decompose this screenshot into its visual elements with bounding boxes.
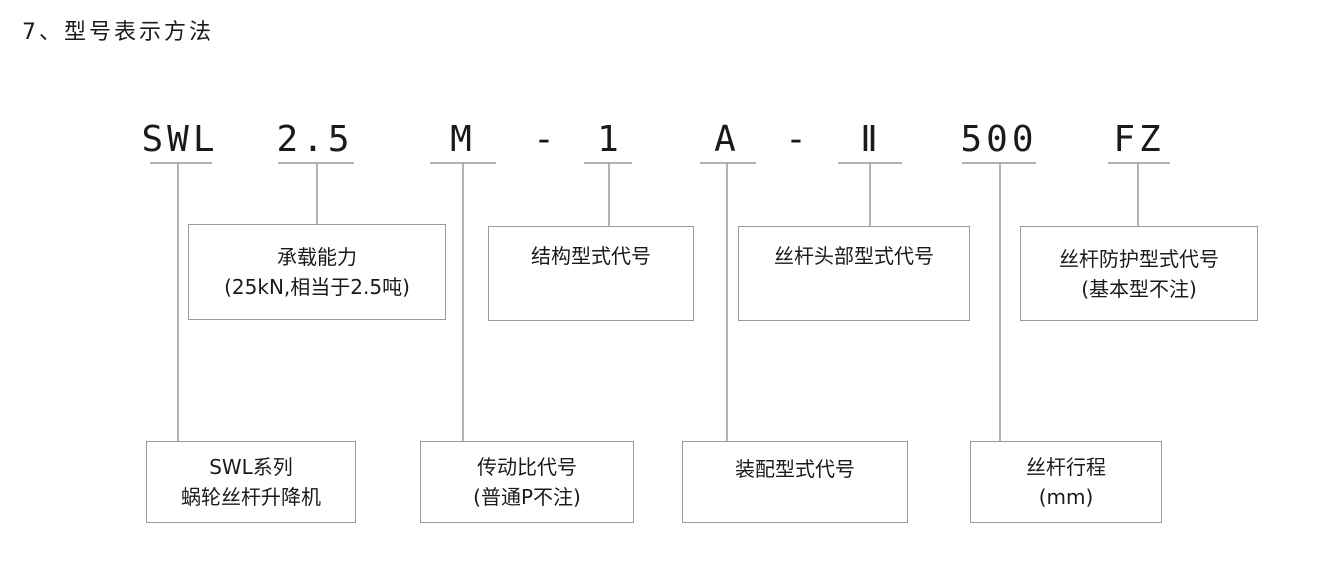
code-dash-2: - [785, 119, 811, 160]
section-heading: 7、型号表示方法 [22, 20, 214, 45]
box-stroke: 丝杆行程 (mm) [970, 441, 1162, 523]
code-ratio: M [450, 119, 476, 160]
code-series: SWL [141, 119, 219, 160]
box-ratio-title: 传动比代号 [477, 455, 577, 479]
box-series: SWL系列 蜗轮丝杆升降机 [146, 441, 356, 523]
box-structure-title: 结构型式代号 [531, 244, 651, 268]
box-capacity: 承载能力 (25kN,相当于2.5吨) [188, 224, 446, 320]
box-protection-note: (基本型不注) [1081, 276, 1197, 301]
code-screw-head: Ⅱ [860, 119, 882, 160]
code-assembly: A [714, 119, 740, 160]
code-protection: FZ [1113, 119, 1165, 160]
box-series-note: 蜗轮丝杆升降机 [181, 485, 321, 509]
box-stroke-note: (mm) [1038, 485, 1094, 509]
box-assembly: 装配型式代号 [682, 441, 908, 523]
box-screw-head-title: 丝杆头部型式代号 [774, 244, 934, 268]
box-protection: 丝杆防护型式代号 (基本型不注) [1020, 226, 1258, 321]
code-capacity: 2.5 [276, 119, 354, 160]
box-stroke-title: 丝杆行程 [1026, 455, 1106, 479]
box-capacity-title: 承载能力 [277, 245, 357, 269]
box-ratio: 传动比代号 (普通P不注) [420, 441, 634, 523]
box-ratio-note: (普通P不注) [473, 485, 581, 509]
box-assembly-title: 装配型式代号 [735, 457, 855, 481]
box-protection-title: 丝杆防护型式代号 [1059, 246, 1219, 271]
code-structure: 1 [597, 119, 623, 160]
box-screw-head: 丝杆头部型式代号 [738, 226, 970, 321]
box-structure: 结构型式代号 [488, 226, 694, 321]
code-dash-1: - [533, 119, 559, 160]
box-capacity-note: (25kN,相当于2.5吨) [224, 275, 410, 299]
box-series-title: SWL系列 [209, 455, 293, 479]
code-stroke: 500 [960, 119, 1038, 160]
